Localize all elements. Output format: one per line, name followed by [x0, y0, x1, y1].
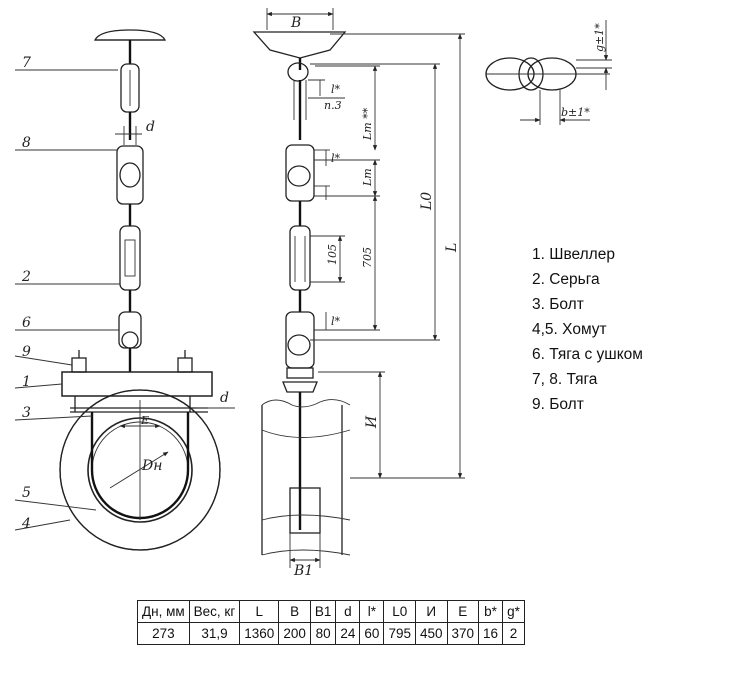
spec-header-cell: d — [335, 600, 361, 623]
dim-l-lower: l* — [331, 315, 341, 328]
spec-header-cell: g* — [502, 600, 525, 623]
callout-7: 7 — [22, 55, 31, 71]
callout-1: 1 — [22, 374, 31, 390]
spec-header-cell: L — [239, 600, 280, 623]
legend-item: 3. Болт — [532, 296, 584, 313]
callout-3: 3 — [22, 405, 31, 421]
callout-8: 8 — [22, 135, 31, 151]
legend-item: 9. Болт — [532, 396, 584, 413]
dim-e: E — [140, 414, 149, 427]
spec-value-cell: 1360 — [239, 622, 280, 645]
legend-item: 2. Серьга — [532, 271, 600, 288]
callout-5: 5 — [22, 485, 31, 501]
spec-value-cell: 200 — [278, 622, 311, 645]
callout-4: 4 — [21, 516, 31, 532]
spec-table: Дн, мм Вес, кг L B B1 d l* L0 И E b* g* … — [137, 600, 525, 645]
dim-105: 105 — [326, 244, 339, 265]
spec-value-cell: 273 — [137, 622, 190, 645]
dim-b-tol: b±1* — [561, 106, 590, 119]
spec-value-cell: 16 — [478, 622, 504, 645]
dim-l0: L0 — [419, 192, 435, 211]
dim-g-tol: g±1* — [593, 23, 606, 52]
spec-header-cell: L0 — [383, 600, 416, 623]
spec-header-cell: B — [278, 600, 311, 623]
dim-n3: n.3 — [324, 99, 342, 112]
legend-item: 4,5. Хомут — [532, 321, 607, 338]
dim-d-rod: d — [146, 119, 155, 135]
dim-l-upper: l* — [331, 152, 341, 165]
spec-value-row: 273 31,9 1360 200 80 24 60 795 450 370 1… — [137, 622, 525, 645]
side-view — [252, 8, 465, 568]
spec-header-cell: l* — [359, 600, 385, 623]
spec-value-cell: 31,9 — [188, 622, 241, 645]
spec-header-cell: И — [414, 600, 448, 623]
dim-l-top: l* — [331, 83, 341, 96]
legend-item: 6. Тяга с ушком — [532, 346, 643, 363]
dim-705: 705 — [361, 247, 374, 268]
dim-b: B — [290, 15, 301, 31]
callout-6: 6 — [22, 315, 31, 331]
dim-lt: Lт — [361, 168, 374, 187]
dim-lt-star: Lт ** — [361, 107, 374, 141]
dim-dn: Dн — [141, 458, 162, 474]
legend-item: 1. Швеллер — [532, 246, 615, 263]
spec-header-cell: Вес, кг — [188, 600, 241, 623]
dim-d-clamp: d — [220, 390, 229, 406]
dim-l: L — [444, 243, 460, 253]
dim-b1: B1 — [293, 563, 313, 579]
spec-header-cell: b* — [478, 600, 504, 623]
spec-header-cell: Дн, мм — [137, 600, 190, 623]
spec-value-cell: 60 — [359, 622, 385, 645]
spec-header-cell: E — [446, 600, 480, 623]
weld-detail — [485, 20, 612, 125]
callout-9: 9 — [22, 344, 31, 360]
callout-2: 2 — [21, 269, 31, 285]
legend-item: 7, 8. Тяга — [532, 371, 598, 388]
spec-value-cell: 370 — [446, 622, 480, 645]
front-view — [14, 29, 235, 551]
spec-header-row: Дн, мм Вес, кг L B B1 d l* L0 И E b* g* — [137, 600, 525, 623]
spec-value-cell: 450 — [414, 622, 448, 645]
spec-value-cell: 24 — [335, 622, 361, 645]
pipe-hanger-drawing: 7 8 2 6 9 1 3 5 4 d d E Dн — [14, 8, 612, 579]
parts-legend: 1. Швеллер 2. Серьга 3. Болт 4,5. Хомут … — [532, 242, 643, 417]
spec-value-cell: 795 — [383, 622, 416, 645]
spec-value-cell: 2 — [502, 622, 525, 645]
spec-value-cell: 80 — [309, 622, 337, 645]
spec-header-cell: B1 — [309, 600, 337, 623]
dim-i: И — [364, 415, 380, 429]
